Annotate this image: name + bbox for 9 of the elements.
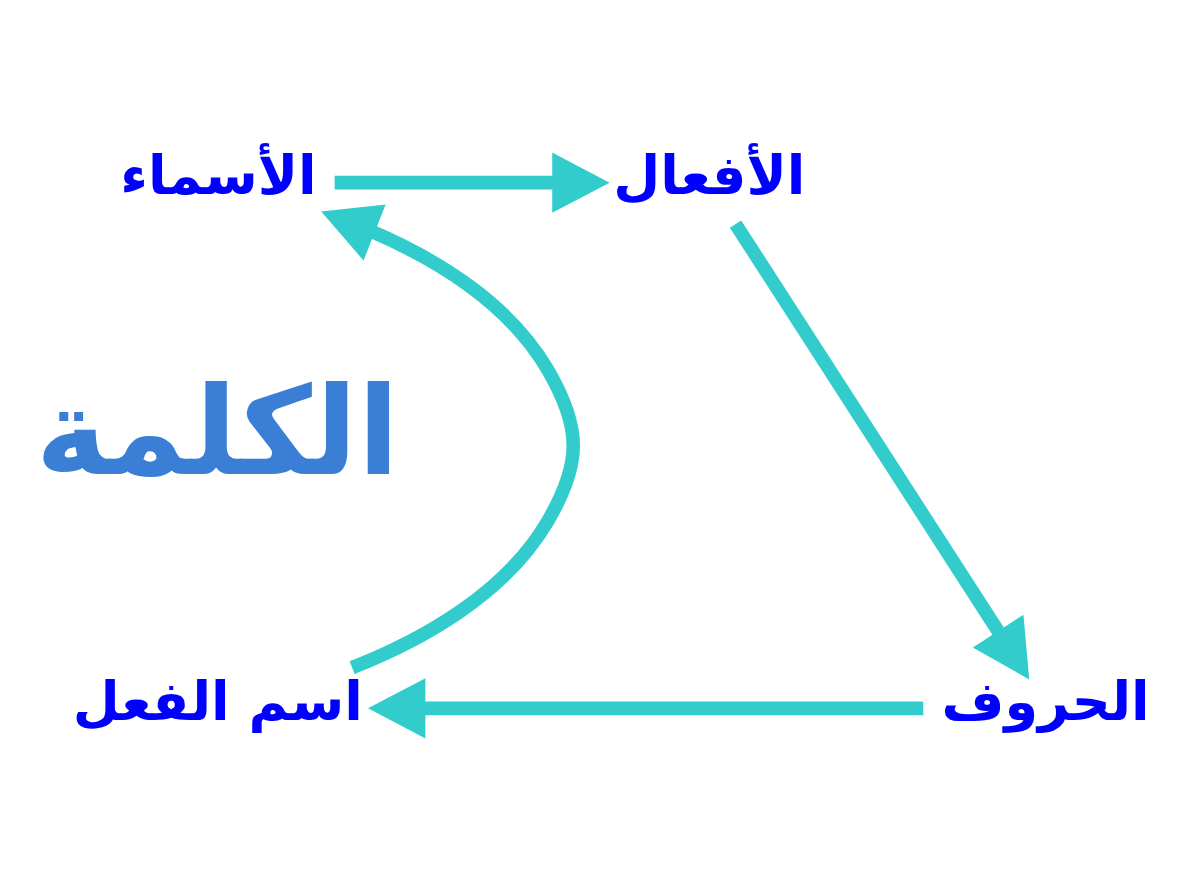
node-text: الكلمة (35, 361, 400, 504)
arrow (321, 204, 580, 674)
arrow (334, 152, 610, 213)
node-text: اسم الفعل (72, 670, 363, 734)
arrow (729, 220, 1030, 680)
node-text: الأفعال (613, 144, 806, 208)
node-text: الحروف (941, 670, 1150, 734)
arrow (367, 678, 924, 739)
node-text: الأسماء (120, 144, 317, 208)
